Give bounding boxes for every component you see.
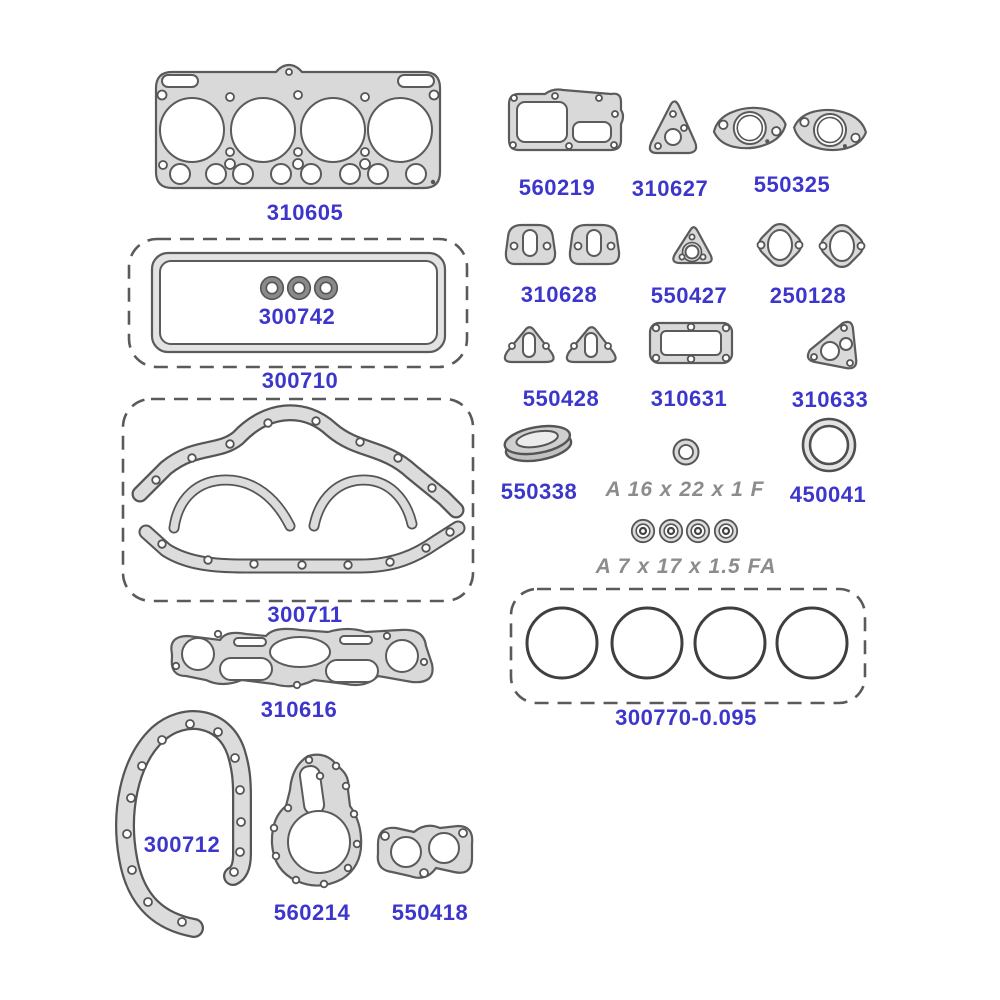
manifold-gasket bbox=[162, 624, 444, 696]
water-pump-gasket-drawing bbox=[269, 753, 363, 889]
cap-seals-label: 300742 bbox=[258, 304, 336, 329]
side-cover-gasket-label: 560219 bbox=[518, 175, 596, 200]
water-pump-gasket bbox=[262, 750, 366, 892]
triangular-gasket-b-label: 550427 bbox=[650, 283, 728, 308]
seal-ring-drawing bbox=[801, 417, 857, 473]
carb-flange-gaskets-label: 550325 bbox=[753, 172, 831, 197]
kit-box-outline bbox=[127, 237, 469, 369]
washer-small bbox=[670, 436, 702, 468]
water-pump-gasket-label: 560214 bbox=[273, 900, 351, 925]
exhaust-flange-gasket-label: 550418 bbox=[391, 900, 469, 925]
timing-cover-gasket-label: 300712 bbox=[143, 832, 221, 857]
triangular-gasket-b-drawing bbox=[672, 226, 713, 265]
port-gaskets-a-drawing bbox=[504, 223, 621, 266]
cover-plate-gasket bbox=[646, 316, 736, 368]
washer-spec-a-label: A 16 x 22 x 1 F bbox=[605, 478, 765, 501]
triangular-gasket-c bbox=[803, 318, 861, 376]
timing-cover-gasket bbox=[106, 706, 256, 938]
triangular-gasket-b bbox=[670, 224, 716, 268]
cover-plate-gasket-label: 310631 bbox=[650, 386, 728, 411]
side-cover-gasket-drawing bbox=[507, 88, 625, 152]
valve-cover-drawing bbox=[127, 237, 469, 369]
triangular-gasket-a-label: 310627 bbox=[631, 176, 709, 201]
side-cover-gasket bbox=[503, 84, 629, 160]
washer-small-drawing bbox=[672, 438, 700, 466]
port-gaskets-c-drawing bbox=[503, 326, 617, 364]
port-gaskets-b-label: 250128 bbox=[769, 283, 847, 308]
carb-flange-gaskets bbox=[710, 98, 868, 162]
triangular-gasket-c-label: 310633 bbox=[791, 387, 869, 412]
triangular-gasket-a-drawing bbox=[648, 100, 698, 155]
head-gasket-label: 310605 bbox=[266, 200, 344, 225]
valve-cover-set-label: 300710 bbox=[261, 368, 339, 393]
port-gaskets-a bbox=[503, 220, 621, 270]
oil-pan-set bbox=[120, 396, 476, 604]
port-gaskets-c-label: 550428 bbox=[522, 386, 600, 411]
triangular-gasket-a bbox=[646, 98, 700, 160]
washer-spec-b-label: A 7 x 17 x 1.5 FA bbox=[595, 555, 777, 578]
oil-pan-set-drawing bbox=[121, 397, 475, 603]
washer-set bbox=[628, 514, 740, 550]
piston-ring-set-label: 300770-0.095 bbox=[615, 705, 757, 730]
cover-plate-gasket-drawing bbox=[648, 321, 734, 365]
oil-seal-drawing bbox=[503, 424, 573, 463]
timing-cover-drawing bbox=[115, 710, 252, 938]
oil-seal bbox=[500, 418, 578, 472]
port-gaskets-a-label: 310628 bbox=[520, 282, 598, 307]
port-gaskets-c bbox=[501, 324, 621, 370]
carb-flange-gaskets-drawing bbox=[712, 106, 868, 152]
head-gasket-drawing bbox=[154, 63, 442, 190]
manifold-gasket-label: 310616 bbox=[260, 697, 338, 722]
kit-box-outline bbox=[121, 397, 475, 603]
oil-seal-label: 550338 bbox=[500, 479, 578, 504]
seal-ring bbox=[796, 412, 862, 478]
manifold-gasket-drawing bbox=[170, 627, 434, 690]
oil-pan-set-label: 300711 bbox=[267, 602, 343, 627]
valve-cover-set bbox=[126, 236, 470, 372]
washer-set-drawing bbox=[630, 518, 739, 544]
exhaust-flange-gasket bbox=[370, 816, 480, 890]
kit-box-outline bbox=[509, 587, 867, 705]
port-gaskets-b-drawing bbox=[756, 223, 866, 268]
exhaust-flange-drawing bbox=[376, 824, 474, 879]
head-gasket bbox=[148, 63, 448, 196]
piston-ring-set bbox=[508, 586, 868, 706]
port-gaskets-b bbox=[753, 218, 871, 272]
triangular-gasket-c-drawing bbox=[806, 320, 858, 370]
seal-ring-label: 450041 bbox=[789, 482, 867, 507]
piston-ring-set-drawing bbox=[509, 587, 867, 705]
cap-seals-drawing bbox=[259, 275, 339, 301]
